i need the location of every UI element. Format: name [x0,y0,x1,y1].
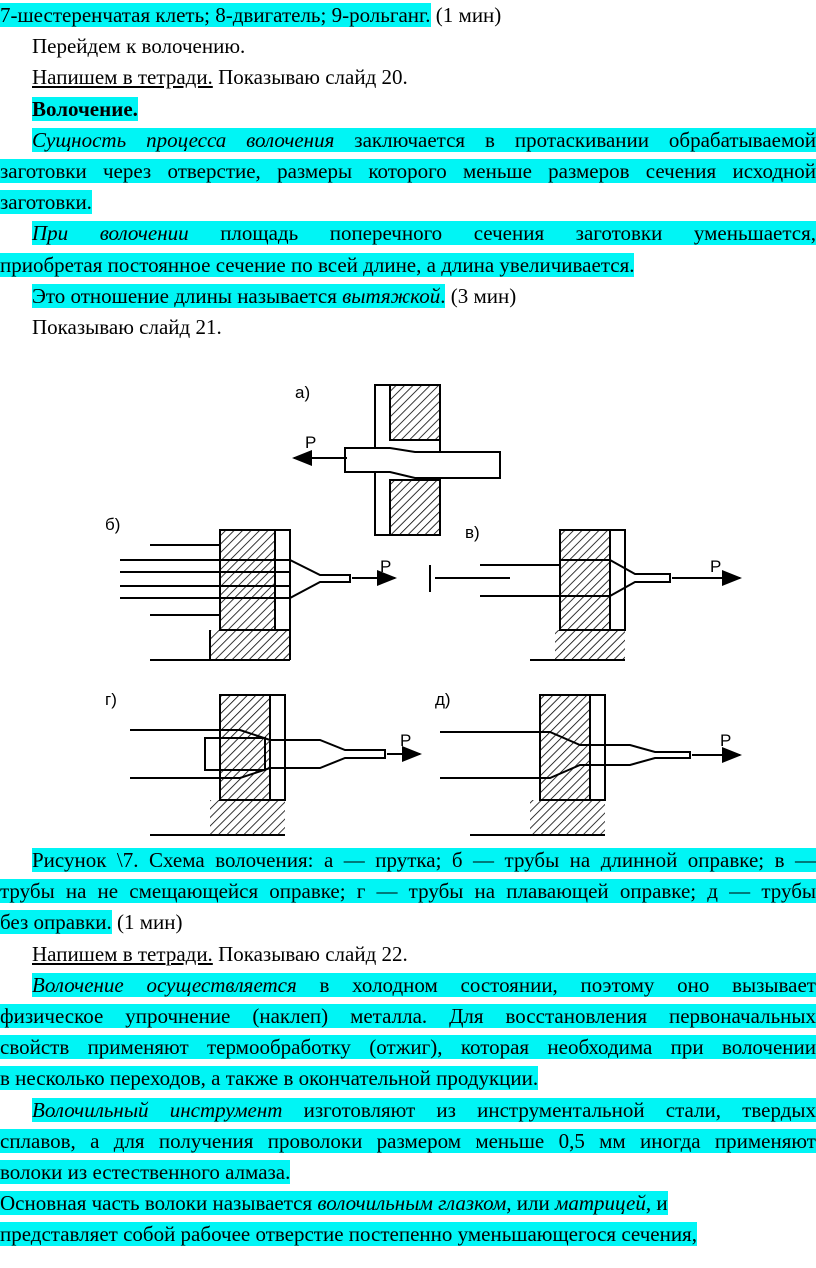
text-segment: представляет собой рабочее отверстие пос… [0,1222,697,1247]
force-label: P [380,557,391,576]
text-segment: вытяжкой [342,283,441,308]
text-line: представляет собой рабочее отверстие пос… [0,1219,816,1250]
text-segment: волоки из естественного алмаза. [0,1159,291,1184]
text-segment: (1 мин) [430,3,502,27]
text-segment: в несколько переходов, а также в окончат… [0,1066,539,1091]
text-line: сплавов, а для получения проволоки разме… [0,1126,816,1157]
text-segment: (1 мин) [111,910,183,935]
text-segment: . [440,283,446,308]
drawing-scheme-figure: а) б) в) г) д) P P P P P [105,383,742,836]
text-segment: без оправки. [0,910,112,935]
text-segment: Показываю слайд 22. [212,941,408,966]
label-g: г) [105,690,117,709]
text-line: Волочильный инструмент изготовляют из ин… [0,1095,816,1126]
text-line: заготовки через отверстие, размеры котор… [0,156,816,187]
text-segment: трубы на не смещающейся оправке; г — тру… [0,879,816,904]
text-line: Показываю слайд 21. [0,312,816,343]
text-segment: заготовки через отверстие, размеры котор… [0,158,816,183]
text-segment: Волочение. [32,96,138,121]
text-line: Рисунок \7. Схема волочения: а — прутка;… [0,845,816,876]
scheme-b [120,529,397,661]
label-a: а) [295,383,310,402]
force-label: P [720,731,731,750]
text-segment: Волочильный инструмент [32,1097,283,1122]
text-segment: Напишем в тетради. [32,65,213,90]
text-segment: в холодном состоянии, поэтому оно вызыва… [296,972,816,997]
force-label: P [710,557,721,576]
text-segment: матрицей [554,1191,646,1216]
text-segment: заключается в протаскивании обрабатываем… [334,127,816,152]
text-line: физическое упрочнение (наклеп) металла. … [0,1001,816,1032]
scheme-a [292,384,501,536]
text-segment: Показываю слайд 20. [212,65,408,90]
text-segment: сплавов, а для получения проволоки разме… [0,1128,816,1153]
text-segment: Основная часть волоки называется [0,1191,318,1216]
force-label: P [400,731,411,750]
text-line: Это отношение длины называется вытяжкой.… [0,281,816,312]
scheme-v [429,529,742,661]
text-line: без оправки. (1 мин) [0,907,816,938]
text-segment: Напишем в тетради. [32,941,213,966]
text-segment: , или [506,1191,555,1216]
text-line: приобретая постоянное сечение по всей дл… [0,250,816,281]
text-segment: При волочении [32,221,189,246]
text-segment: волочильным глазком [317,1191,507,1216]
text-segment: Сущность процесса волочения [32,127,335,152]
text-line: При волочении площадь поперечного сечени… [0,218,816,249]
text-segment: , и [645,1191,668,1216]
text-line: Напишем в тетради. Показываю слайд 22. [0,939,816,970]
text-line: волоки из естественного алмаза. [0,1157,816,1188]
text-segment: физическое упрочнение (наклеп) металла. … [0,1003,816,1028]
text-segment: заготовки. [0,190,92,215]
text-line: Волочение. [0,94,816,125]
text-line: Основная часть волоки называется волочил… [0,1188,816,1219]
text-segment: приобретая постоянное сечение по всей дл… [0,252,635,277]
text-segment: Перейдем к волочению. [32,34,246,59]
text-segment: Показываю слайд 21. [32,314,222,339]
text-segment: Это отношение длины называется [32,283,343,308]
text-line: 7-шестеренчатая клеть; 8-двигатель; 9-ро… [0,0,816,31]
label-d: д) [435,690,451,709]
text-line: трубы на не смещающейся оправке; г — тру… [0,876,816,907]
force-label: P [305,433,316,452]
scheme-g [130,694,422,836]
text-segment: 7-шестеренчатая клеть; 8-двигатель; 9-ро… [0,3,431,27]
text-segment: Рисунок \7. Схема волочения: а — прутка;… [32,848,816,872]
text-line: Волочение осуществляется в холодном сост… [0,970,816,1001]
scheme-d [440,694,742,836]
text-segment: свойств применяют термообработку (отжиг)… [0,1035,816,1060]
label-v: в) [465,523,480,542]
text-segment: (3 мин) [445,283,517,308]
text-line: Перейдем к волочению. [0,31,816,62]
top-text: 7-шестеренчатая клеть; 8-двигатель; 9-ро… [0,0,816,343]
text-segment: площадь поперечного сечения заготовки ум… [188,221,816,246]
text-line: Сущность процесса волочения заключается … [0,125,816,156]
text-segment: изготовляют из инструментальной стали, т… [282,1097,816,1122]
text-segment: Волочение осуществляется [32,972,297,997]
text-line: свойств применяют термообработку (отжиг)… [0,1032,816,1063]
text-line: в несколько переходов, а также в окончат… [0,1063,816,1094]
text-line: заготовки. [0,187,816,218]
text-line: Напишем в тетради. Показываю слайд 20. [0,62,816,93]
bottom-text: Рисунок \7. Схема волочения: а — прутка;… [0,845,816,1250]
label-b: б) [105,515,120,534]
